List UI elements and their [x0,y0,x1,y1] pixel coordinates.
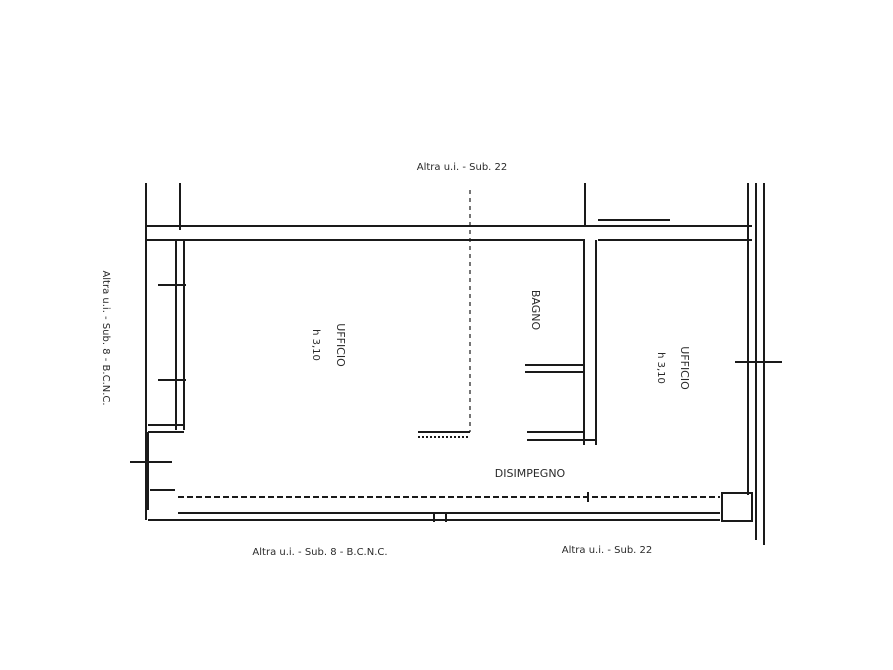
adjacent-left-label: Altra u.i. - Sub. 8 - B.C.N.C. [100,270,111,405]
bathroom-name: BAGNO [529,290,542,331]
walls [130,183,782,545]
office-2-height: h 3,10 [655,352,666,384]
corridor-name: DISIMPEGNO [495,467,566,480]
adjacent-bottom-left-label: Altra u.i. - Sub. 8 - B.C.N.C. [252,547,387,558]
adjacent-top-label: Altra u.i. - Sub. 22 [417,162,508,173]
office-2-name: UFFICIO [678,346,691,390]
adjacent-bottom-right-label: Altra u.i. - Sub. 22 [562,545,653,556]
office-1-height: h 3,10 [310,329,321,361]
office-1-name: UFFICIO [334,323,347,367]
